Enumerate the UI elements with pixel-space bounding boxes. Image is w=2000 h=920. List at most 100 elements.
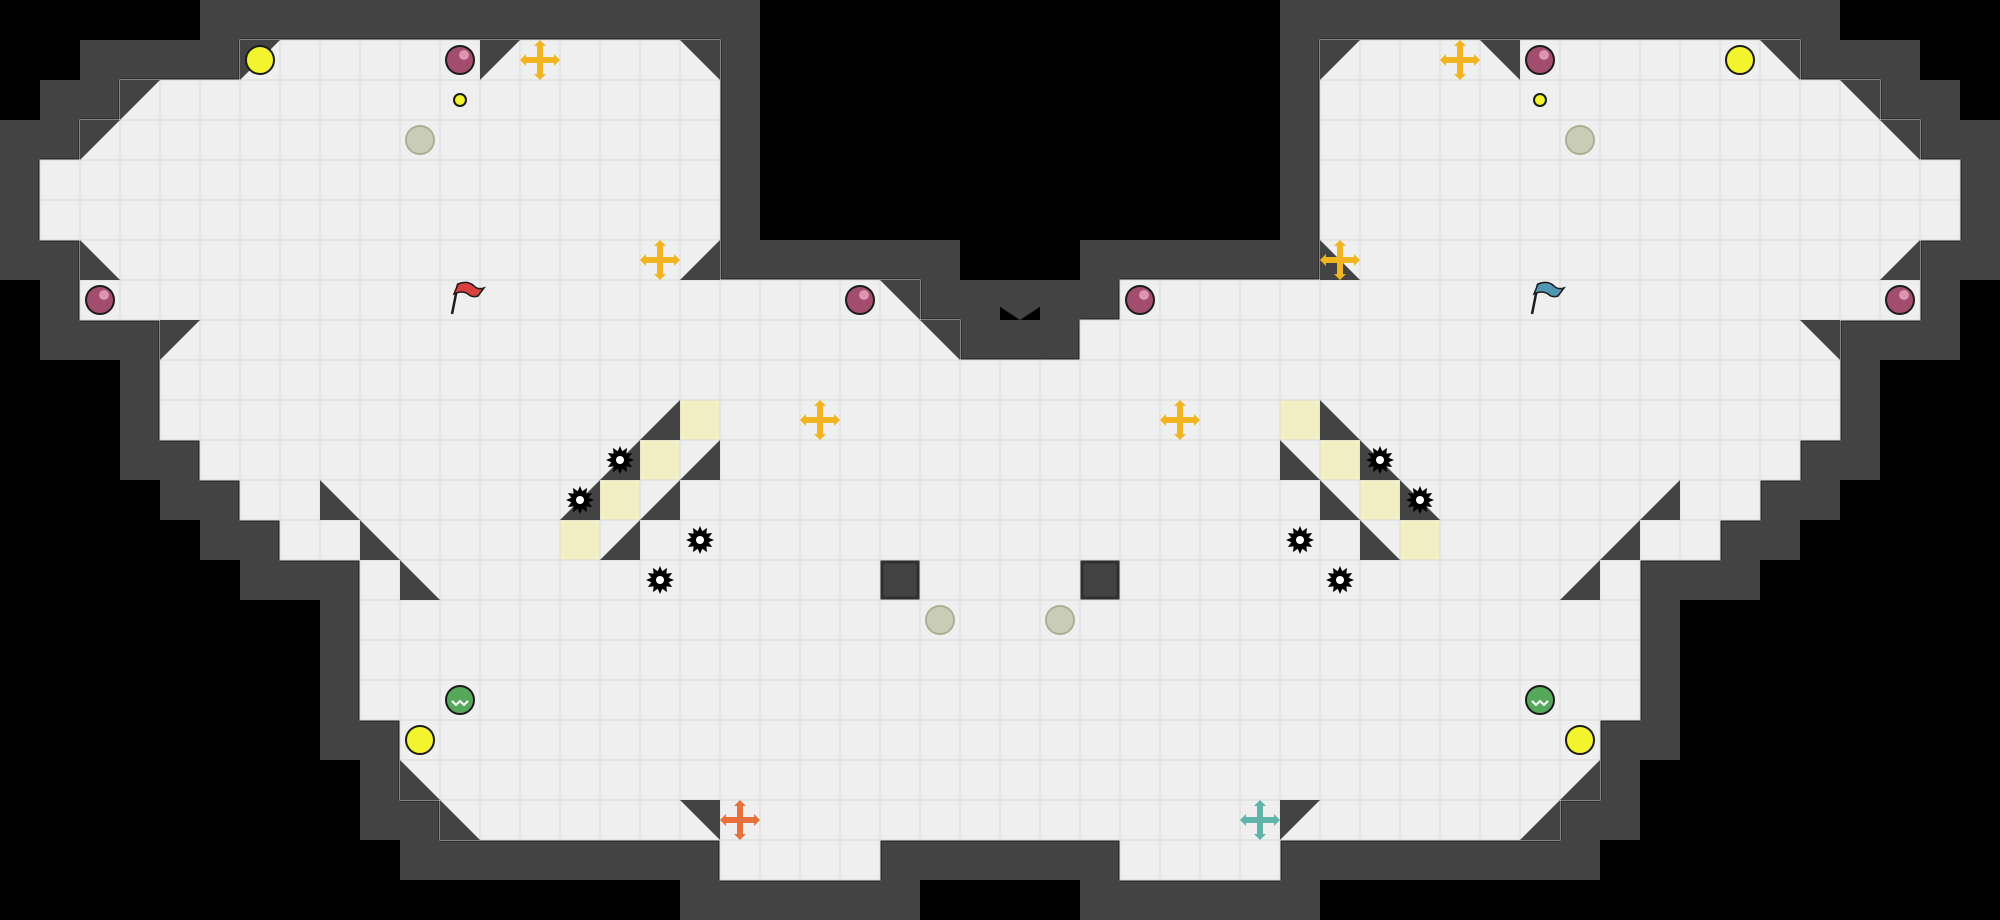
wall-tile	[360, 0, 400, 40]
floor-tile	[599, 399, 641, 441]
floor-tile	[359, 559, 401, 601]
wall-tile	[680, 880, 720, 920]
floor-tile	[1519, 199, 1561, 241]
red-powerup-icon-arrow	[734, 834, 746, 840]
floor-tile	[519, 559, 561, 601]
floor-tile	[1359, 559, 1401, 601]
floor-tile	[479, 399, 521, 441]
floor-tile	[1679, 479, 1721, 521]
floor-tile	[1719, 159, 1761, 201]
floor-tile	[359, 639, 401, 681]
wall-diagonal	[160, 320, 200, 360]
floor-tile	[999, 759, 1041, 801]
wall-tile	[560, 0, 600, 40]
floor-tile	[1919, 199, 1961, 241]
wall-tile	[1600, 0, 1640, 40]
floor-tile	[679, 279, 721, 321]
floor-tile	[359, 119, 401, 161]
floor-tile	[1479, 199, 1521, 241]
floor-tile	[1439, 679, 1481, 721]
floor-tile	[999, 599, 1041, 641]
floor-tile	[239, 159, 281, 201]
floor-tile	[1599, 359, 1641, 401]
floor-tile	[1079, 799, 1121, 841]
floor-tile	[1519, 159, 1561, 201]
wall-diagonal	[1040, 320, 1080, 360]
wall-tile	[1760, 480, 1800, 520]
floor-tile	[1319, 599, 1361, 641]
floor-tile	[1119, 599, 1161, 641]
floor-tile	[1559, 199, 1601, 241]
wall-tile	[1840, 360, 1880, 400]
floor-tile	[1839, 159, 1881, 201]
wall-diagonal	[440, 800, 480, 840]
wall-tile	[480, 0, 520, 40]
floor-tile	[279, 479, 321, 521]
obstacle-layer	[80, 40, 1920, 840]
floor-tile	[79, 199, 121, 241]
floor-tile	[1559, 279, 1601, 321]
floor-tile	[1639, 319, 1681, 361]
floor-tile	[1639, 439, 1681, 481]
item-layer	[85, 40, 1915, 840]
wall-tile	[1680, 560, 1720, 600]
floor-tile	[1359, 359, 1401, 401]
floor-tile	[1399, 159, 1441, 201]
floor-tile	[1279, 319, 1321, 361]
floor-tile	[639, 599, 681, 641]
floor-tile	[639, 359, 681, 401]
floor-tile	[1159, 679, 1201, 721]
floor-tile	[399, 359, 441, 401]
wall-tile	[480, 840, 520, 880]
floor-tile	[1679, 119, 1721, 161]
floor-tile	[1439, 159, 1481, 201]
floor-tile	[279, 399, 321, 441]
floor-tile	[399, 679, 441, 721]
floor-tile	[1479, 279, 1521, 321]
bomb-shine	[1539, 50, 1549, 60]
wall-tile	[1040, 840, 1080, 880]
floor-tile	[519, 159, 561, 201]
wall-tile	[320, 0, 360, 40]
floor-tile	[959, 359, 1001, 401]
wall-tile	[920, 280, 960, 320]
floor-tile	[1319, 119, 1361, 161]
wall-tile	[720, 200, 760, 240]
floor-tile	[1359, 279, 1401, 321]
floor-tile	[679, 679, 721, 721]
wall-tile	[1920, 240, 1960, 280]
floor-tile	[1479, 319, 1521, 361]
powerup-icon-arrow	[534, 74, 546, 80]
floor-tile	[1119, 759, 1161, 801]
wall-tile	[1920, 80, 1960, 120]
floor-tile	[839, 479, 881, 521]
floor-tile	[559, 599, 601, 641]
floor-tile	[1759, 159, 1801, 201]
wall-tile	[360, 800, 400, 840]
floor-tile	[1759, 199, 1801, 241]
floor-tile	[679, 79, 721, 121]
wall-tile	[920, 240, 960, 280]
floor-tile	[1439, 279, 1481, 321]
floor-tile	[1599, 279, 1641, 321]
floor-tile	[1039, 559, 1081, 601]
floor-tile	[239, 199, 281, 241]
floor-tile	[1559, 79, 1601, 121]
wall-tile	[1280, 40, 1320, 80]
floor-tile	[199, 319, 241, 361]
floor-tile	[319, 359, 361, 401]
wall-diagonal	[1760, 40, 1800, 80]
floor-tile	[479, 439, 521, 481]
floor-tile	[1639, 279, 1681, 321]
floor-tile	[599, 79, 641, 121]
wall-tile	[160, 40, 200, 80]
wall-tile	[0, 240, 40, 280]
floor-tile	[519, 239, 561, 281]
floor-tile	[639, 759, 681, 801]
wall-tile	[1520, 840, 1560, 880]
wall-tile	[40, 280, 80, 320]
floor-tile	[759, 799, 801, 841]
gate-marker-icon	[1565, 125, 1595, 155]
wall-tile	[1280, 80, 1320, 120]
floor-tile	[479, 479, 521, 521]
